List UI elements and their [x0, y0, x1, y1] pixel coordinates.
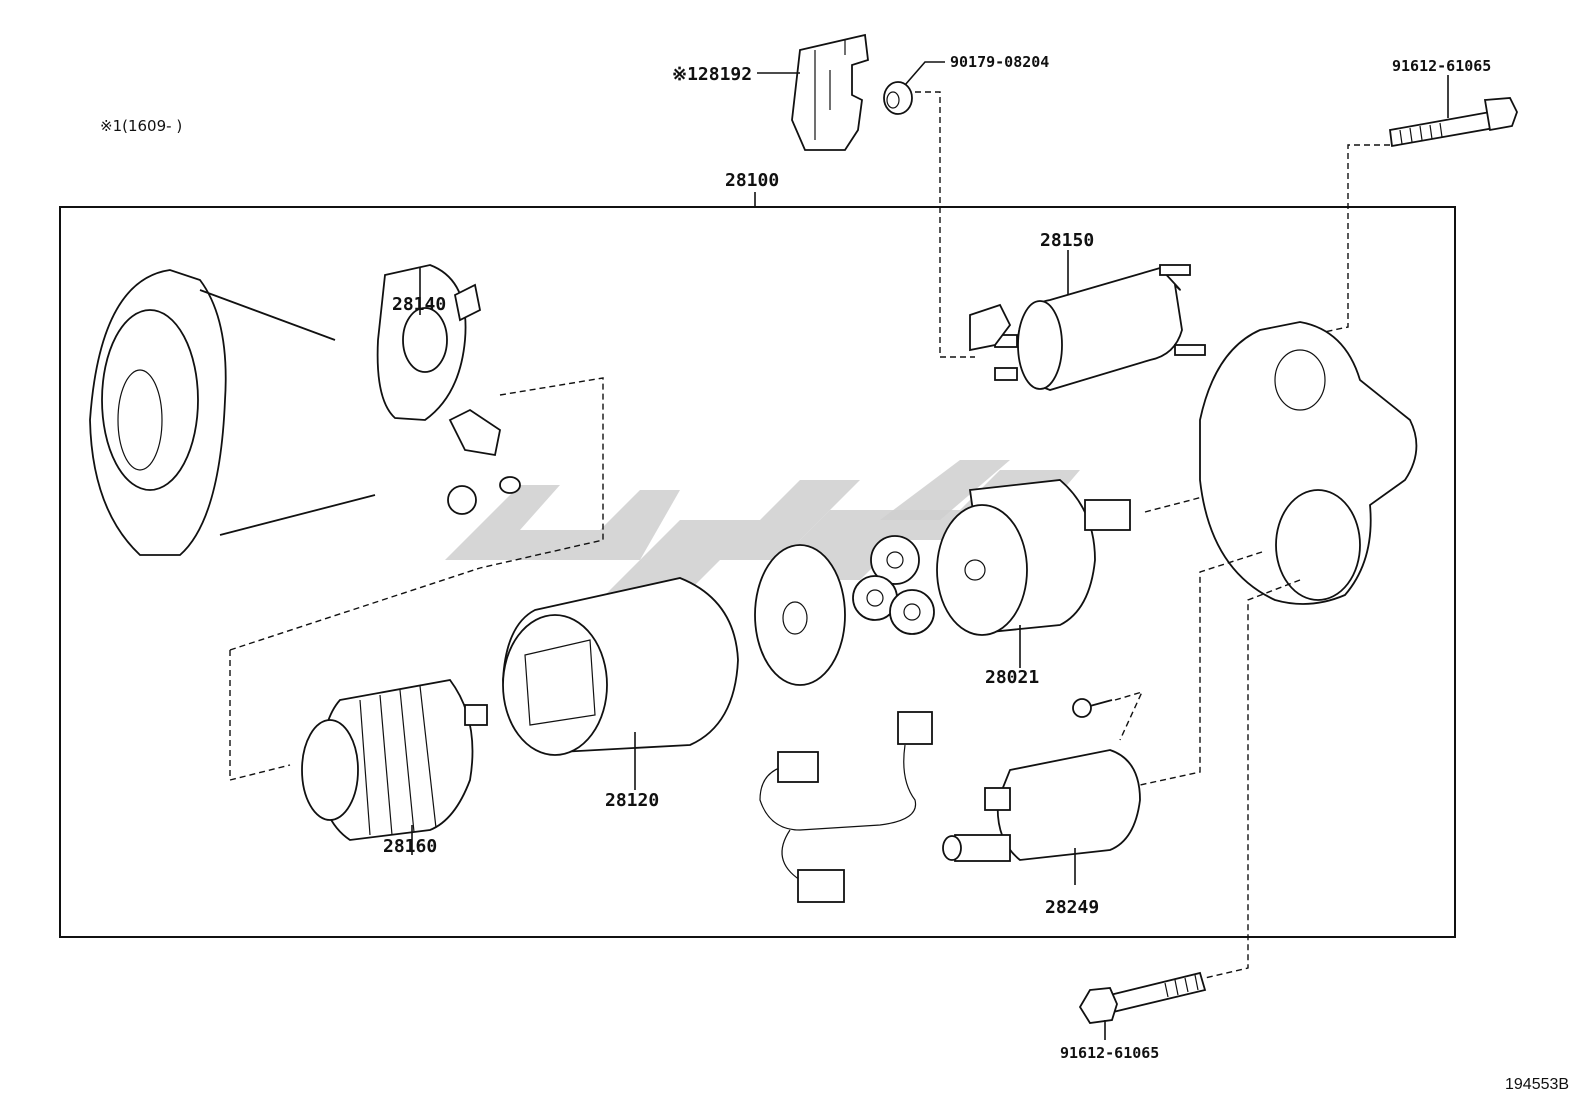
nut-90179-icon[interactable] — [883, 81, 913, 115]
drive-housing-icon[interactable] — [1199, 321, 1418, 605]
clip-28192-icon[interactable] — [791, 33, 869, 151]
assembly-frame — [59, 206, 1456, 938]
diagram-reference: 194553B — [1505, 1076, 1569, 1093]
part-label-28021[interactable]: 28021 — [985, 667, 1039, 688]
switch-28249-icon[interactable] — [942, 749, 1141, 862]
bolt-91612-bottom-icon[interactable] — [1078, 971, 1207, 1024]
clutch-28021-icon[interactable] — [936, 479, 1131, 636]
part-label-91612-61065-bottom[interactable]: 91612-61065 — [1060, 1044, 1159, 1062]
solenoid-28150-icon[interactable] — [969, 264, 1206, 391]
part-label-28249[interactable]: 28249 — [1045, 897, 1099, 918]
end-frame-icon[interactable] — [89, 269, 376, 556]
applicability-note: ※1(1609- ) — [100, 117, 182, 135]
armature-28160-icon[interactable] — [301, 679, 488, 841]
part-label-28192[interactable]: ※128192 — [672, 64, 752, 85]
part-label-28140[interactable]: 28140 — [392, 294, 446, 315]
part-label-90179-08204[interactable]: 90179-08204 — [950, 53, 1049, 71]
small-screw-icon — [1072, 698, 1113, 718]
assembly-label-28100: 28100 — [725, 170, 779, 191]
brush-holder-28140-icon[interactable] — [376, 264, 521, 515]
part-label-28160[interactable]: 28160 — [383, 836, 437, 857]
center-plate-icon — [754, 544, 846, 686]
part-label-28120[interactable]: 28120 — [605, 790, 659, 811]
yoke-28120-icon[interactable] — [502, 577, 739, 756]
part-label-91612-61065-top[interactable]: 91612-61065 — [1392, 57, 1491, 75]
bolt-91612-top-icon[interactable] — [1389, 97, 1518, 148]
planetary-gears-icon — [852, 535, 935, 635]
part-label-28150[interactable]: 28150 — [1040, 230, 1094, 251]
wire-harness-icon — [759, 711, 933, 903]
